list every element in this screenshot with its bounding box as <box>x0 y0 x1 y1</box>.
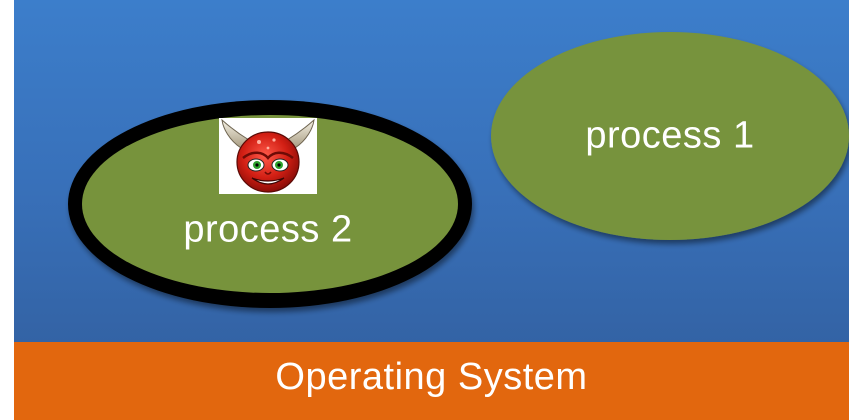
operating-system-bar: Operating System <box>14 342 849 420</box>
process-2-ellipse <box>82 115 458 293</box>
process-1-label: process 1 <box>585 114 755 157</box>
process-1-ellipse <box>491 32 849 240</box>
devil-face-icon <box>219 118 317 194</box>
operating-system-label: Operating System <box>275 356 588 398</box>
process-2-label: process 2 <box>183 208 353 251</box>
